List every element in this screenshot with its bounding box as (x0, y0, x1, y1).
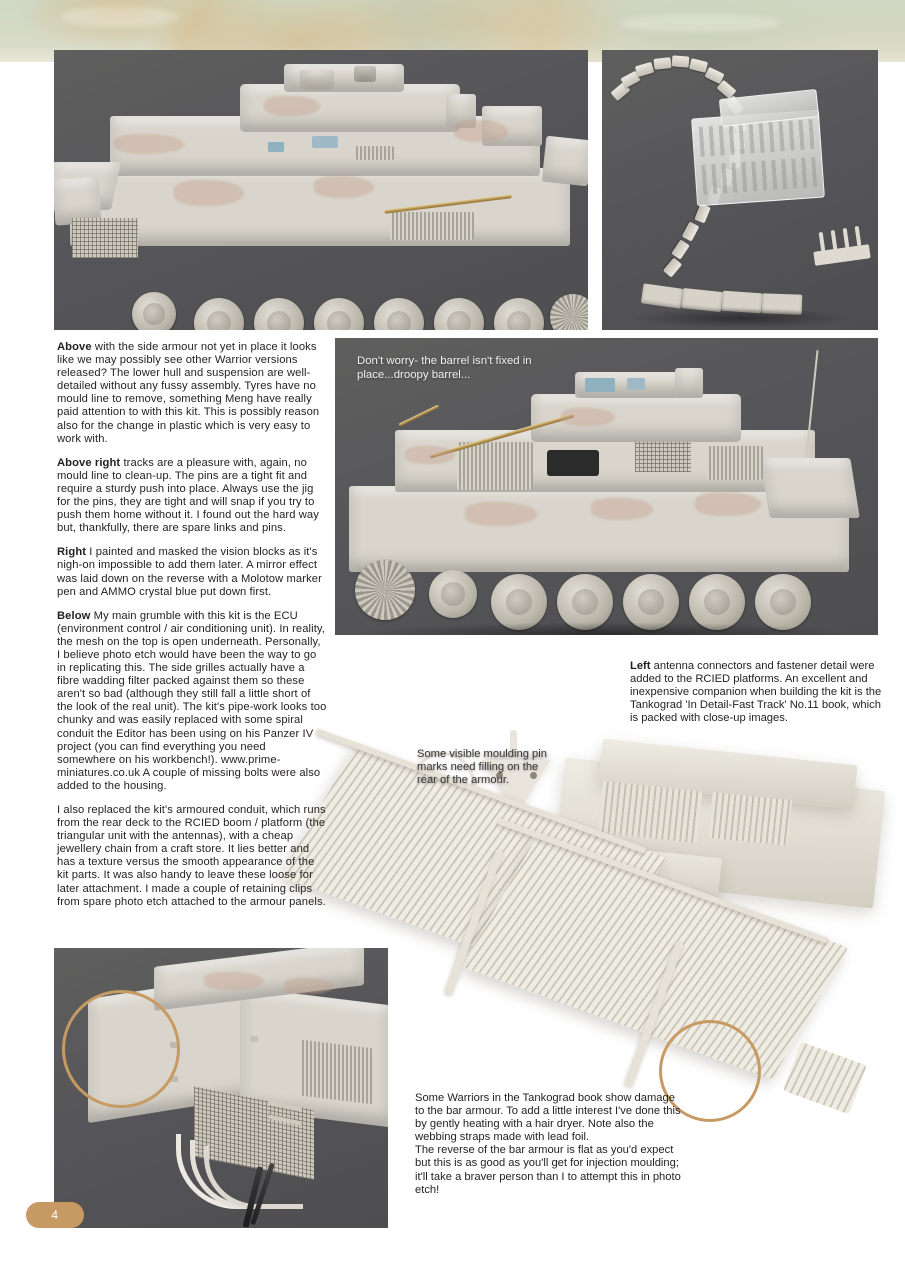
body-paragraph: Right I painted and masked the vision bl… (57, 546, 322, 598)
paragraph-lead: Above right (57, 456, 121, 469)
photo-ecu-conduit-detail (54, 948, 388, 1228)
paragraph-lead: Below (57, 609, 91, 622)
body-paragraph: Above right tracks are a pleasure with, … (57, 456, 319, 535)
caption-pin-marks: Some visible moulding pin marks need fil… (417, 748, 547, 787)
paragraph-lead: Above (57, 341, 92, 353)
body-paragraph: I also replaced the kit's armoured condu… (57, 804, 326, 908)
antenna-connector-part (460, 728, 570, 824)
photo-hull-suspension (54, 50, 588, 330)
photo-track-links-and-jig (602, 50, 878, 330)
photo-bar-armour-panels (279, 700, 900, 1120)
track-jig-box (691, 109, 825, 207)
caption-barrel-overlay: Don't worry- the barrel isn't fixed in p… (357, 355, 532, 381)
annotation-circle-ecu (62, 990, 180, 1108)
paragraph-lead: Right (57, 546, 87, 559)
photo-complete-vehicle-barrel: Don't worry- the barrel isn't fixed in p… (335, 338, 878, 635)
body-text-column: Above with the side armour not yet in pl… (57, 341, 327, 909)
caption-left-antenna: Left antenna connectors and fastener det… (630, 660, 882, 725)
body-paragraph: Below My main grumble with this kit is t… (57, 609, 327, 792)
caption-bar-armour: Some Warriors in the Tankograd book show… (415, 1092, 681, 1196)
page-number-badge: 4 (26, 1202, 84, 1228)
caption-lead: Left (630, 660, 651, 672)
annotation-circle-bar-armour (659, 1020, 761, 1122)
body-paragraph: Above with the side armour not yet in pl… (57, 341, 320, 445)
